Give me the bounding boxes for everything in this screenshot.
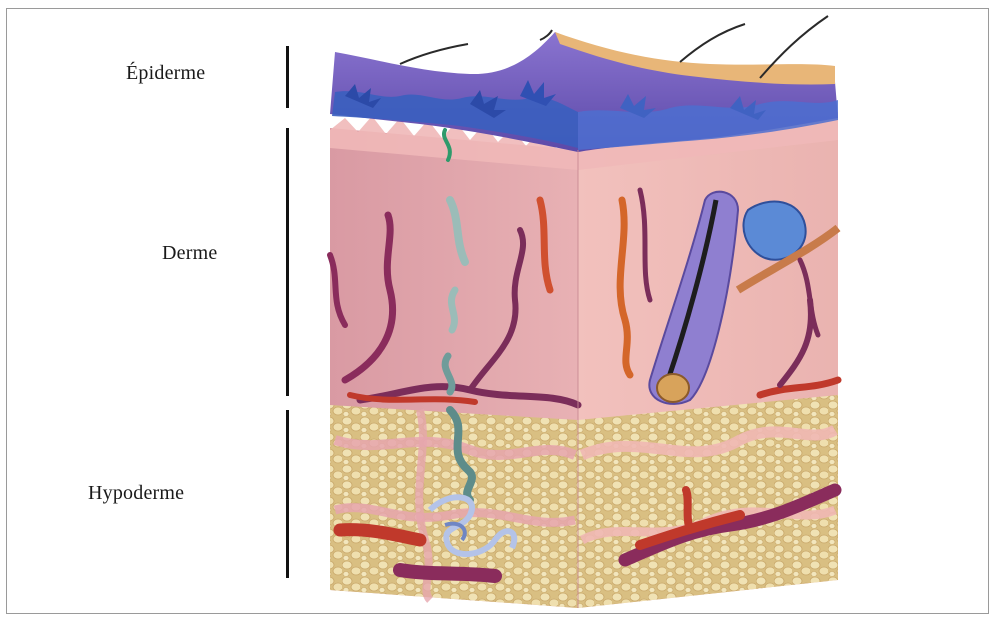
skin-cross-section-illustration: [0, 0, 997, 624]
